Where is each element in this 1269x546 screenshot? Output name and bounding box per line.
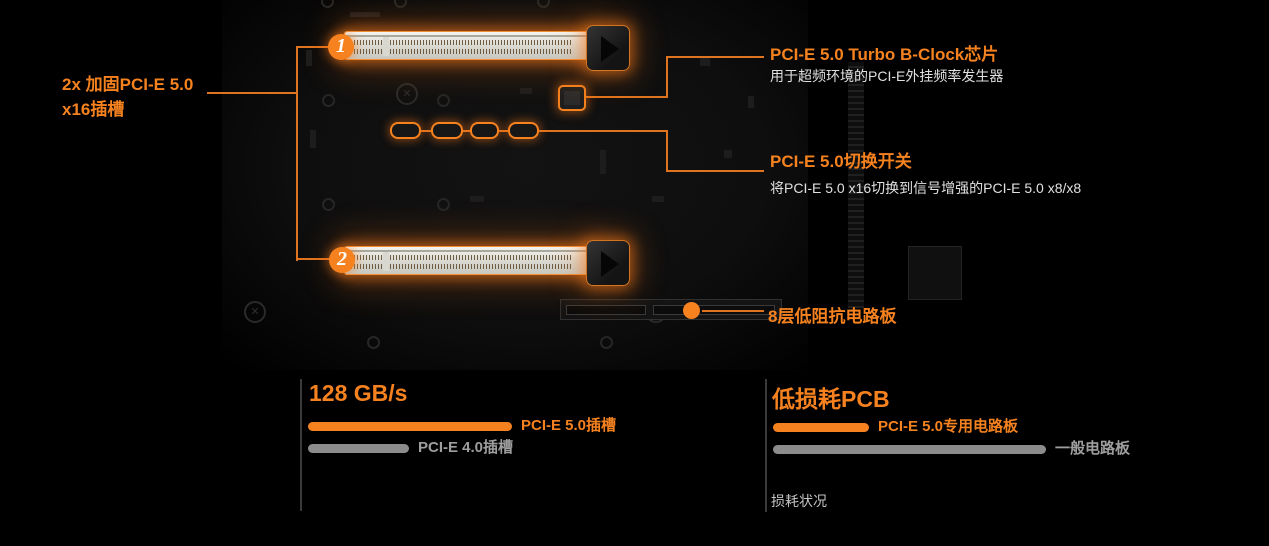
callout-line bbox=[296, 258, 334, 260]
chart2-label-normal-pcb: 一般电路板 bbox=[1055, 440, 1131, 457]
pcb-component bbox=[306, 50, 312, 66]
motherboard-photo: ✕ ✕ ✕ bbox=[222, 0, 962, 370]
chart2-label-pcie5-pcb: PCI-E 5.0专用电路板 bbox=[878, 418, 1019, 435]
pcie-latch-2 bbox=[586, 240, 630, 286]
chart2-bar-pcie5-pcb bbox=[773, 423, 869, 432]
callout-line bbox=[296, 46, 298, 261]
callout-switch-subtitle: 将PCI-E 5.0 x16切换到信号增强的PCI-E 5.0 x8/x8 bbox=[770, 180, 1082, 196]
callout-slots-line1: 2x 加固PCI-E 5.0 bbox=[62, 75, 194, 94]
chart1-axis bbox=[300, 379, 302, 511]
capacitor-icon bbox=[537, 0, 550, 8]
chart2-axis bbox=[765, 379, 767, 512]
pcb-component bbox=[600, 150, 606, 174]
callout-line bbox=[666, 170, 764, 172]
pcb-component bbox=[470, 196, 484, 202]
callout-line bbox=[207, 92, 297, 94]
capacitor-icon bbox=[321, 0, 334, 8]
callout-line bbox=[702, 310, 764, 312]
callout-pcb-label: 8层低阻抗电路板 bbox=[768, 307, 897, 326]
chart2-footnote: 损耗状况 bbox=[771, 493, 827, 509]
chart1-label-pcie4: PCI-E 4.0插槽 bbox=[418, 439, 514, 456]
capacitor-icon bbox=[394, 0, 407, 8]
bclock-chip-highlight bbox=[558, 85, 586, 111]
chart2-title: 低损耗PCB bbox=[772, 386, 890, 412]
capacitor-icon bbox=[437, 198, 450, 211]
fan-icon: ✕ bbox=[396, 83, 418, 105]
pcie-slot-2 bbox=[344, 246, 601, 275]
pcb-callout-dot bbox=[683, 302, 700, 319]
chipset-chip bbox=[908, 246, 962, 300]
callout-bclock-title: PCI-E 5.0 Turbo B-Clock芯片 bbox=[770, 45, 999, 64]
callout-line bbox=[666, 56, 764, 58]
pcb-component bbox=[748, 96, 754, 108]
pcie-switch-highlight bbox=[470, 122, 499, 139]
slot-number-badge-1: 1 bbox=[328, 34, 354, 60]
chart1-label-pcie5: PCI-E 5.0插槽 bbox=[521, 417, 617, 434]
chart1-title: 128 GB/s bbox=[309, 380, 408, 406]
pcb-component bbox=[724, 150, 732, 158]
fan-icon: ✕ bbox=[244, 301, 266, 323]
callout-slots: 2x 加固PCI-E 5.0 x16插槽 bbox=[62, 72, 193, 122]
pcb-component bbox=[520, 88, 532, 94]
callout-line bbox=[584, 96, 668, 98]
capacitor-icon bbox=[437, 94, 450, 107]
chart1-bar-pcie5 bbox=[308, 422, 512, 431]
callout-line bbox=[666, 56, 668, 98]
callout-line bbox=[296, 46, 334, 48]
pcie-latch-1 bbox=[586, 25, 630, 71]
pcb-component bbox=[350, 12, 380, 17]
chart1-bar-pcie4 bbox=[308, 444, 409, 453]
pcb-component bbox=[652, 196, 664, 202]
callout-bclock-subtitle: 用于超频环境的PCI-E外挂频率发生器 bbox=[770, 68, 1004, 84]
connector-pins bbox=[848, 62, 864, 308]
pcie-switch-highlight bbox=[508, 122, 539, 139]
mount-hole-icon bbox=[600, 336, 613, 349]
callout-switch-title: PCI-E 5.0切换开关 bbox=[770, 152, 912, 171]
callout-slots-line2: x16插槽 bbox=[62, 100, 125, 119]
mount-hole-icon bbox=[367, 336, 380, 349]
pcb-component bbox=[310, 130, 316, 148]
callout-line bbox=[666, 130, 668, 172]
slot-number-badge-2: 2 bbox=[329, 247, 355, 273]
chart2-bar-normal-pcb bbox=[773, 445, 1046, 454]
pcie-switch-highlight bbox=[390, 122, 421, 139]
capacitor-icon bbox=[322, 94, 335, 107]
pcb-component bbox=[700, 58, 710, 66]
capacitor-icon bbox=[322, 198, 335, 211]
pcie-slot-1 bbox=[344, 31, 601, 60]
pcie-switch-highlight bbox=[431, 122, 463, 139]
